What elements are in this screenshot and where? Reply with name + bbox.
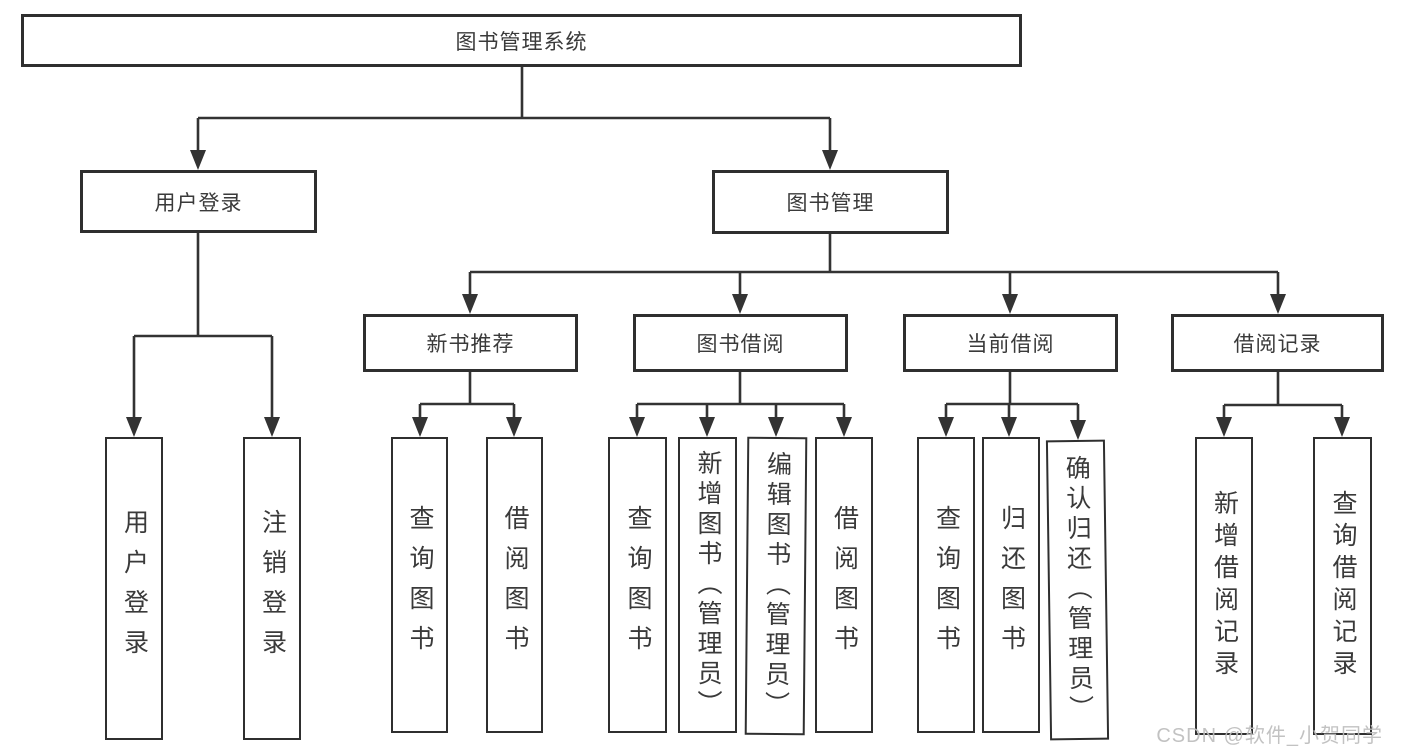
leaf-user-login: 用户登录 <box>105 437 163 740</box>
group-current-borrow: 当前借阅 <box>903 314 1118 372</box>
leaf-edit-book-admin: 编辑图书（管理员） <box>744 436 808 736</box>
arrow-icon <box>822 150 838 170</box>
arrow-icon <box>264 417 280 437</box>
arrow-icon <box>506 417 522 437</box>
leaf-return-books: 归还图书 <box>982 437 1040 733</box>
arrow-icon <box>1001 417 1017 437</box>
connector-current-borrow-group <box>944 372 1080 423</box>
arrow-icon <box>629 417 645 437</box>
connector-paths <box>132 67 1344 423</box>
arrow-icon <box>1216 417 1232 437</box>
arrow-icon <box>732 294 748 314</box>
arrow-icon <box>699 417 715 437</box>
arrow-icon <box>1334 417 1350 437</box>
leaf-confirm-return-admin: 确认归还（管理员） <box>1045 439 1110 741</box>
leaf-query-books-current: 查询图书 <box>917 437 975 733</box>
group-book-borrow: 图书借阅 <box>633 314 848 372</box>
leaf-query-books-borrow: 查询图书 <box>608 437 667 733</box>
leaf-query-books-recommend: 查询图书 <box>391 437 448 733</box>
arrow-icon <box>1070 420 1086 440</box>
group-borrow-records: 借阅记录 <box>1171 314 1384 372</box>
branch-book-management: 图书管理 <box>712 170 949 234</box>
arrow-icon <box>190 150 206 170</box>
leaf-logout: 注销登录 <box>243 437 301 740</box>
arrow-icon <box>768 417 784 437</box>
arrow-icon <box>938 417 954 437</box>
arrow-icon <box>126 417 142 437</box>
arrow-icon <box>836 417 852 437</box>
branch-user-login: 用户登录 <box>80 170 317 233</box>
arrow-icon <box>462 294 478 314</box>
leaf-add-borrow-record: 新增借阅记录 <box>1195 437 1253 735</box>
arrow-icon <box>412 417 428 437</box>
connector-borrow-records-group <box>1222 372 1344 420</box>
connector-book-branch <box>468 234 1280 297</box>
arrowheads <box>126 150 1350 440</box>
group-new-book-recommend: 新书推荐 <box>363 314 578 372</box>
arrow-icon <box>1002 294 1018 314</box>
connector-book-borrow-group <box>635 372 846 420</box>
leaf-add-book-admin: 新增图书（管理员） <box>678 437 737 733</box>
leaf-query-borrow-record: 查询借阅记录 <box>1313 437 1372 735</box>
node-root-library-system: 图书管理系统 <box>21 14 1022 67</box>
connector-new-book-group <box>418 372 516 420</box>
connector-root-to-level2 <box>196 67 832 153</box>
connector-user-branch <box>132 233 274 420</box>
leaf-borrow-books: 借阅图书 <box>815 437 873 733</box>
watermark: CSDN @软件_小贺同学 <box>1156 725 1383 747</box>
leaf-borrow-books-recommend: 借阅图书 <box>486 437 543 733</box>
arrow-icon <box>1270 294 1286 314</box>
